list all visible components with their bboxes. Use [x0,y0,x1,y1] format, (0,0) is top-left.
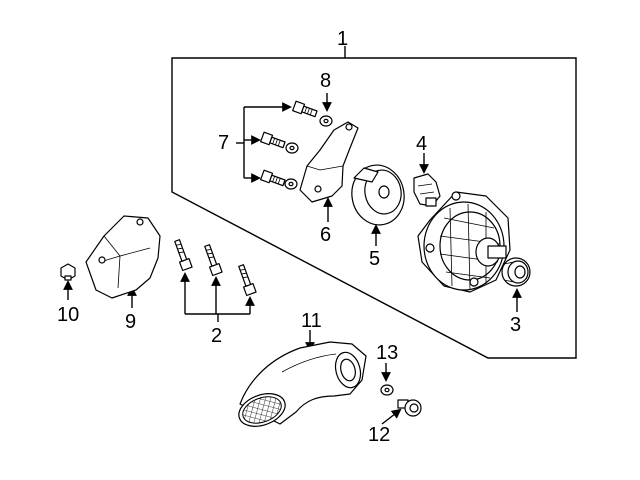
regulator-icon [413,173,441,207]
callout-1: 1 [337,28,348,50]
callout-2: 2 [211,325,222,347]
bolt-icon [292,100,318,118]
callout-3: 3 [510,314,521,336]
bracket-icon [299,121,359,203]
callout-8: 8 [320,70,331,92]
callout-4: 4 [416,133,427,155]
washer-icon [284,115,333,190]
callout-10: 10 [57,304,79,326]
bolt-icon [238,264,257,297]
callout-11: 11 [301,310,322,332]
bolt-icon [60,263,76,281]
rear-cover-icon [351,164,405,226]
bolt-icon [174,239,193,272]
bolt-icon [260,131,286,149]
washer-icon [380,384,394,396]
callout-13: 13 [376,342,398,364]
callout-5: 5 [369,248,380,270]
pulley-icon [501,257,531,287]
callout-6: 6 [320,224,331,246]
callout-7: 7 [218,132,229,154]
alternator-icon [417,191,511,293]
heat-shield-icon [85,215,161,299]
bolt-icon [204,244,223,277]
bolt-icon [397,399,422,417]
bolt-icon [260,169,286,187]
air-duct-icon [238,341,367,427]
callout-9: 9 [125,311,136,333]
assembly-outline [171,57,577,359]
callout-12: 12 [368,424,390,446]
